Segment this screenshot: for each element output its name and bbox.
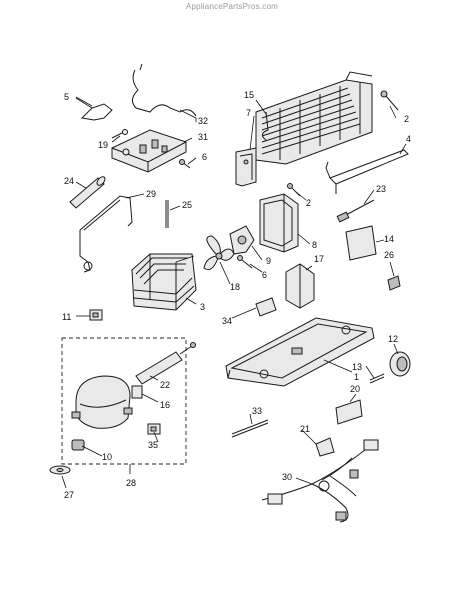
callout-10: 10 — [102, 452, 112, 462]
part-29-drain-tube — [79, 195, 133, 273]
part-9-fan-motor — [229, 225, 255, 255]
part-13-pin — [369, 373, 385, 384]
callout-8: 8 — [312, 240, 317, 250]
callout-24: 24 — [64, 176, 74, 186]
callout-14: 14 — [384, 234, 394, 244]
callout-1: 1 — [354, 372, 359, 382]
part-26-clip — [387, 275, 401, 291]
part-30-wire-harness — [261, 439, 379, 523]
callout-22: 22 — [160, 380, 170, 390]
part-3-condenser-coil — [131, 253, 197, 311]
callout-34: 34 — [222, 316, 232, 326]
callout-32: 32 — [198, 116, 208, 126]
leader-lines — [61, 96, 407, 489]
part-6-screw-lower — [237, 255, 253, 269]
callout-5: 5 — [64, 92, 69, 102]
callout-30: 30 — [282, 472, 292, 482]
part-20-label — [335, 399, 363, 425]
callout-2b: 2 — [306, 198, 311, 208]
part-16-overload — [131, 385, 143, 399]
callout-33: 33 — [252, 406, 262, 416]
part-2-screw-upper — [380, 90, 399, 111]
callout-13: 13 — [352, 362, 362, 372]
part-10-grommet — [71, 439, 85, 451]
callout-11: 11 — [62, 312, 71, 322]
part-34-label — [255, 297, 277, 317]
part-5-clip — [75, 97, 113, 121]
callout-29: 29 — [146, 189, 156, 199]
callout-25: 25 — [182, 200, 192, 210]
callout-3: 3 — [200, 302, 205, 312]
callout-23: 23 — [376, 184, 386, 194]
callout-28: 28 — [126, 478, 136, 488]
part-27-washer — [49, 465, 71, 475]
callout-20: 20 — [350, 384, 360, 394]
part-31-control-box — [111, 129, 187, 173]
part-22-start-device — [135, 342, 196, 385]
part-19-screw — [111, 129, 128, 139]
part-14-pad — [345, 225, 377, 261]
watermark: AppliancePartsPros.com — [186, 2, 278, 11]
part-4-defrost-heater — [325, 149, 409, 194]
callout-6a: 6 — [202, 152, 207, 162]
callout-15: 15 — [244, 90, 254, 100]
part-1-base-pan — [225, 317, 375, 387]
callout-2a: 2 — [404, 114, 409, 124]
part-15-evaporator — [255, 71, 373, 165]
callout-12: 12 — [388, 334, 398, 344]
callout-31: 31 — [198, 132, 208, 142]
part-21-connector — [315, 437, 335, 457]
part-12-grommet — [389, 351, 411, 377]
callouts: 5 32 19 31 6 24 29 25 15 7 2 4 2 23 8 9 … — [62, 90, 411, 500]
part-6-screw-upper — [179, 159, 191, 169]
part-32-heater — [132, 63, 197, 122]
callout-9: 9 — [266, 256, 271, 266]
part-18-fan-blade — [203, 235, 235, 271]
callout-26: 26 — [384, 250, 394, 260]
part-33-tube — [231, 419, 269, 438]
part-7-bracket — [235, 147, 257, 187]
callout-4: 4 — [406, 134, 411, 144]
callout-16: 16 — [160, 400, 170, 410]
callout-19: 19 — [98, 140, 108, 150]
part-11-clip — [89, 309, 103, 321]
part-25-rod — [165, 200, 169, 228]
callout-7: 7 — [246, 108, 251, 118]
compressor-kit-box — [61, 337, 187, 465]
part-35-relay — [147, 423, 161, 435]
callout-18: 18 — [230, 282, 240, 292]
compressor — [71, 375, 133, 429]
part-17-filter — [285, 263, 315, 309]
callout-21: 21 — [300, 424, 310, 434]
callout-27: 27 — [64, 490, 74, 500]
callout-17: 17 — [314, 254, 324, 264]
part-24-tube — [69, 176, 106, 209]
part-23-sensor — [336, 199, 375, 223]
part-8-fan-shroud — [259, 193, 299, 253]
callout-6b: 6 — [262, 270, 267, 280]
callout-35: 35 — [148, 440, 158, 450]
